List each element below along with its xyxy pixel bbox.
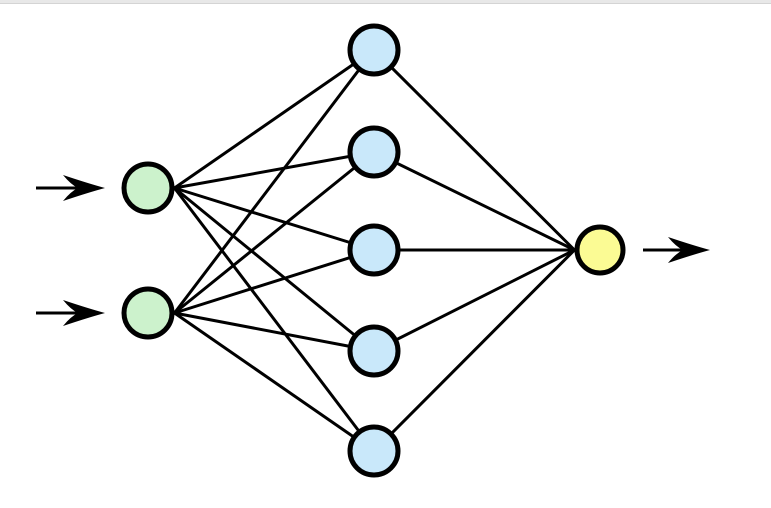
edge-input-2-to-hidden-5 <box>173 311 375 453</box>
edge-input-2-to-hidden-2 <box>173 150 375 315</box>
node-hidden-2 <box>347 125 401 179</box>
edge-hidden-5-to-output-1 <box>372 248 576 453</box>
node-input-1 <box>121 161 175 215</box>
input-arrow-1-head <box>63 175 105 201</box>
node-hidden-3 <box>347 223 401 277</box>
edge-input-1-to-hidden-2 <box>174 150 375 190</box>
node-hidden-1 <box>347 23 401 77</box>
edge-input-1-to-hidden-4 <box>173 186 375 353</box>
edge-hidden-2-to-output-1 <box>373 150 576 252</box>
edge-input-2-to-hidden-3 <box>174 248 375 315</box>
node-hidden-5 <box>347 424 401 478</box>
edge-hidden-4-to-output-1 <box>373 248 576 353</box>
edge-input-1-to-hidden-3 <box>174 186 375 252</box>
input-arrow-2-head <box>63 300 105 326</box>
node-hidden-4 <box>347 324 401 378</box>
node-output-1 <box>574 224 626 276</box>
edge-input-2-to-hidden-1 <box>173 49 376 314</box>
output-arrow-head <box>668 237 710 263</box>
edge-input-1-to-hidden-1 <box>173 48 375 190</box>
edge-hidden-1-to-output-1 <box>372 48 576 252</box>
node-input-2 <box>121 286 175 340</box>
window-top-border <box>0 0 771 4</box>
edge-input-2-to-hidden-4 <box>174 311 375 353</box>
edge-input-1-to-hidden-5 <box>173 187 376 452</box>
